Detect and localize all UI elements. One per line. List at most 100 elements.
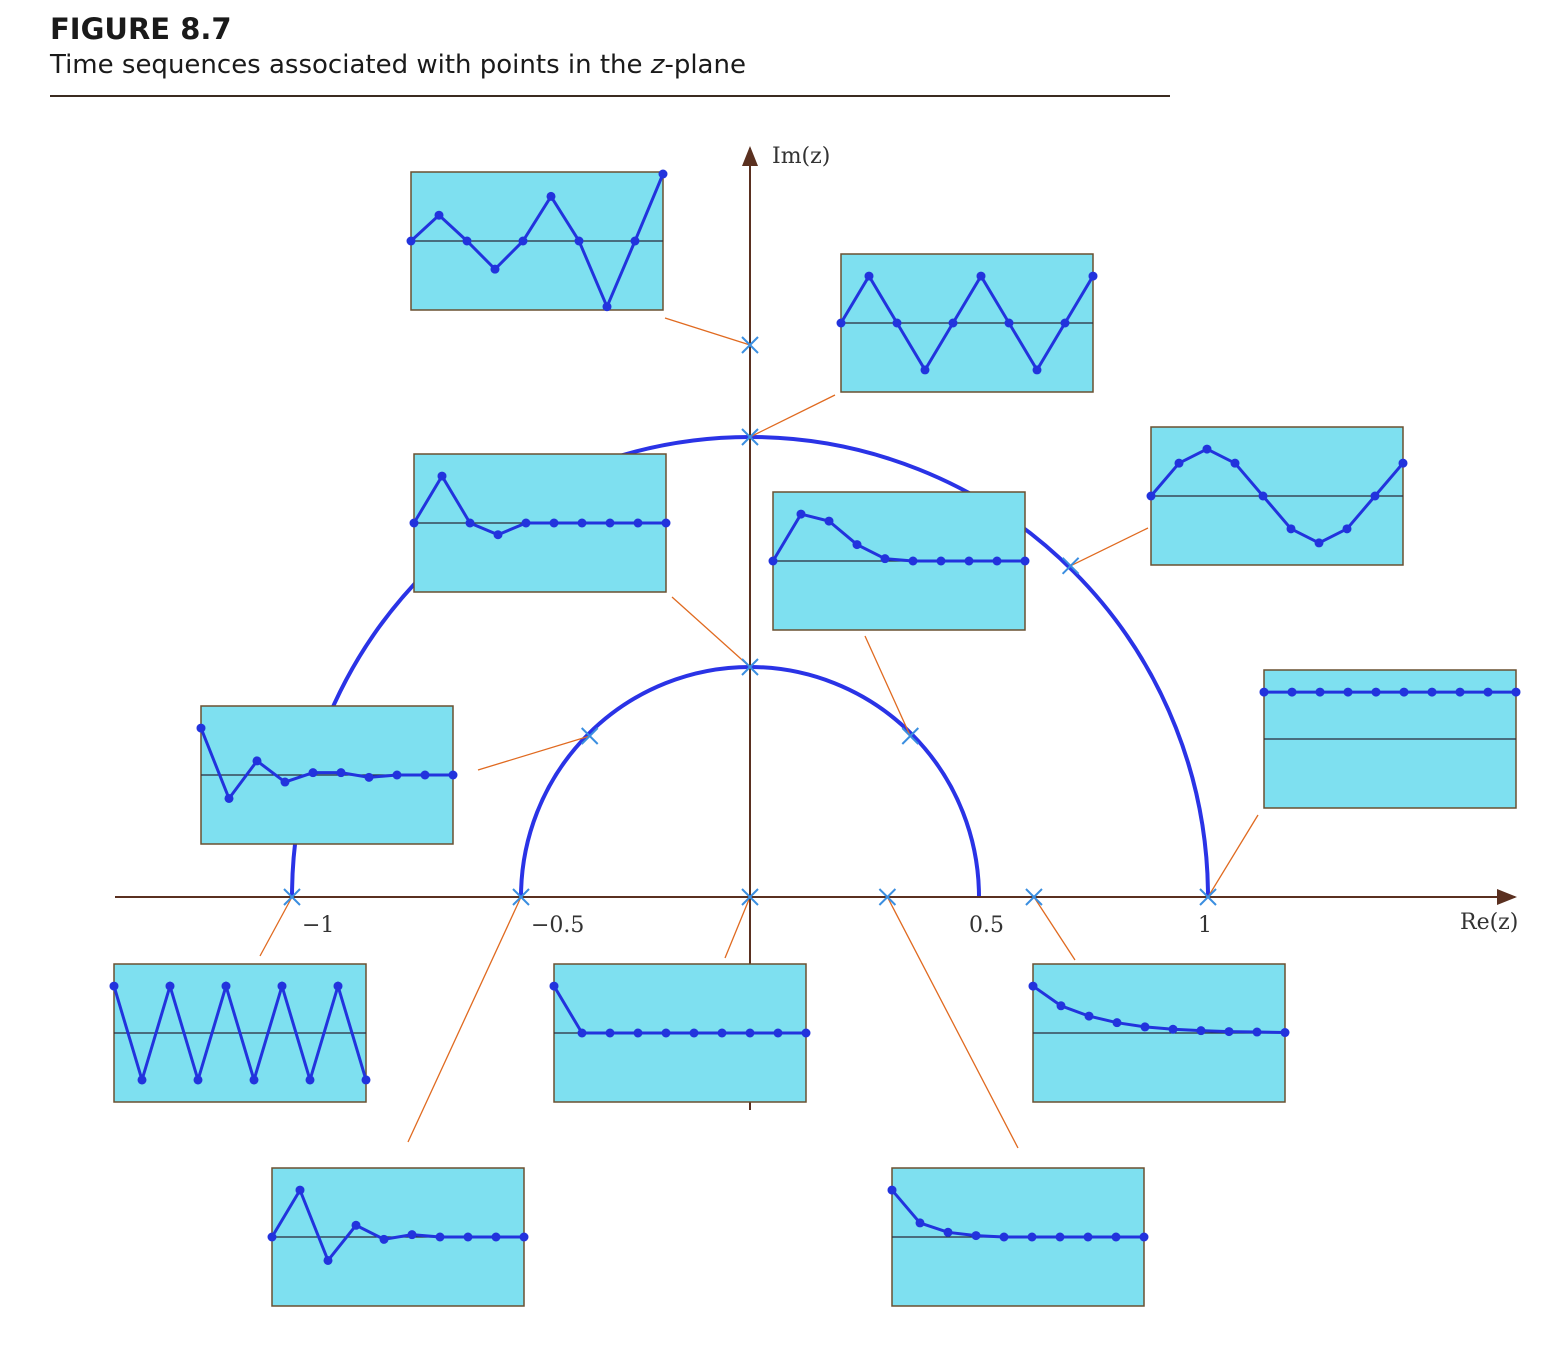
sequence-sample-dot	[407, 1230, 417, 1240]
sequence-sample-dot	[518, 236, 528, 246]
axes-layer: Re(z) Im(z)	[115, 144, 1518, 1110]
pole-marker	[878, 888, 897, 906]
caption-rule	[50, 95, 1170, 97]
sequence-sample-dot	[1371, 687, 1381, 697]
sequence-sample-dot	[1088, 271, 1098, 281]
sequence-sample-dot	[661, 518, 671, 528]
sequence-sample-dot	[1168, 1024, 1178, 1034]
pole-markers-layer	[283, 336, 1217, 906]
sequence-sample-dot	[768, 556, 778, 566]
sequence-sample-dot	[1252, 1027, 1262, 1037]
figure-caption: Time sequences associated with points in…	[50, 50, 746, 80]
sequence-sample-dot	[435, 1232, 445, 1242]
sequence-sample-dot	[887, 1185, 897, 1195]
sequence-inset	[406, 169, 668, 312]
caption-text-after: -plane	[664, 50, 746, 80]
caption-variable: z	[650, 50, 665, 80]
sequence-line	[409, 173, 665, 311]
sequence-inset	[196, 705, 458, 845]
sequence-sample-dot	[448, 770, 458, 780]
leader-line	[864, 635, 911, 737]
sequence-sample-dot	[1370, 491, 1380, 501]
sequence-sample-dot	[1398, 458, 1408, 468]
sequence-line	[552, 985, 806, 1035]
sequence-line	[839, 273, 1095, 373]
sequence-sample-dot	[964, 556, 974, 566]
sequence-sample-dot	[267, 1232, 277, 1242]
sequence-sample-dot	[836, 318, 846, 328]
sequence-sample-dot	[521, 518, 531, 528]
sequence-insets-layer	[109, 169, 1521, 1307]
pole-marker	[1061, 557, 1080, 575]
sequence-sample-dot	[491, 1232, 501, 1242]
sequence-inset	[109, 963, 371, 1103]
sequence-sample-dot	[1287, 687, 1297, 697]
sequence-line	[1149, 447, 1405, 545]
sequence-sample-dot	[1315, 687, 1325, 697]
pole-marker	[283, 888, 301, 906]
sequence-sample-dot	[1427, 687, 1437, 697]
sequence-sample-dot	[463, 1232, 473, 1242]
sequence-inset	[1259, 669, 1521, 809]
sequence-sample-dot	[462, 236, 472, 246]
pole-marker	[580, 727, 599, 745]
sequence-sample-dot	[406, 236, 416, 246]
sequence-sample-dot	[1314, 538, 1324, 548]
sequence-sample-dot	[1083, 1232, 1093, 1242]
sequence-sample-dot	[546, 191, 556, 201]
x-tick-label: 0.5	[969, 913, 1004, 938]
sequence-sample-dot	[1055, 1232, 1065, 1242]
sequence-sample-dot	[1399, 687, 1409, 697]
sequence-sample-dot	[717, 1028, 727, 1038]
sequence-sample-dot	[224, 793, 234, 803]
sequence-sample-dot	[1028, 981, 1038, 991]
sequence-sample-dot	[1343, 687, 1353, 697]
leader-lines-layer	[259, 317, 1259, 1149]
pole-marker	[512, 888, 530, 906]
sequence-sample-dot	[549, 518, 559, 528]
sequence-sample-dot	[908, 556, 918, 566]
sequence-sample-dot	[361, 1075, 371, 1085]
sequence-sample-dot	[880, 554, 890, 564]
sequence-sample-dot	[630, 236, 640, 246]
sequence-line	[1032, 984, 1286, 1035]
sequence-sample-dot	[915, 1218, 925, 1228]
pole-marker	[741, 336, 759, 354]
sequence-sample-dot	[137, 1075, 147, 1085]
leader-line	[724, 896, 751, 959]
sequence-inset	[1146, 426, 1408, 566]
sequence-sample-dot	[519, 1232, 529, 1242]
sequence-sample-dot	[574, 236, 584, 246]
sequence-sample-dot	[277, 981, 287, 991]
sequence-sample-dot	[1511, 687, 1521, 697]
leader-line	[749, 394, 836, 438]
caption-text-before: Time sequences associated with points in…	[50, 50, 651, 80]
sequence-sample-dot	[1139, 1232, 1149, 1242]
sequence-sample-dot	[1146, 491, 1156, 501]
sequence-sample-dot	[971, 1231, 981, 1241]
sequence-sample-dot	[221, 981, 231, 991]
leader-line	[477, 735, 590, 771]
pole-marker	[1025, 888, 1043, 906]
leader-line	[1207, 814, 1259, 898]
sequence-sample-dot	[490, 264, 500, 274]
sequence-sample-dot	[379, 1234, 389, 1244]
sequence-sample-dot	[1111, 1232, 1121, 1242]
sequence-sample-dot	[549, 981, 559, 991]
pole-marker	[741, 888, 759, 906]
leader-line	[1033, 896, 1076, 961]
sequence-sample-dot	[1004, 318, 1014, 328]
sequence-sample-dot	[602, 302, 612, 312]
sequence-sample-dot	[1060, 318, 1070, 328]
pole-marker	[901, 727, 920, 745]
sequence-line	[199, 727, 453, 802]
sequence-sample-dot	[605, 1028, 615, 1038]
pole-marker	[1199, 888, 1217, 906]
sequence-sample-dot	[1280, 1028, 1290, 1038]
sequence-sample-dot	[605, 518, 615, 528]
sequence-sample-dot	[796, 509, 806, 519]
sequence-inset	[836, 253, 1098, 393]
sequence-inset	[549, 963, 811, 1103]
leader-line	[886, 896, 1019, 1149]
